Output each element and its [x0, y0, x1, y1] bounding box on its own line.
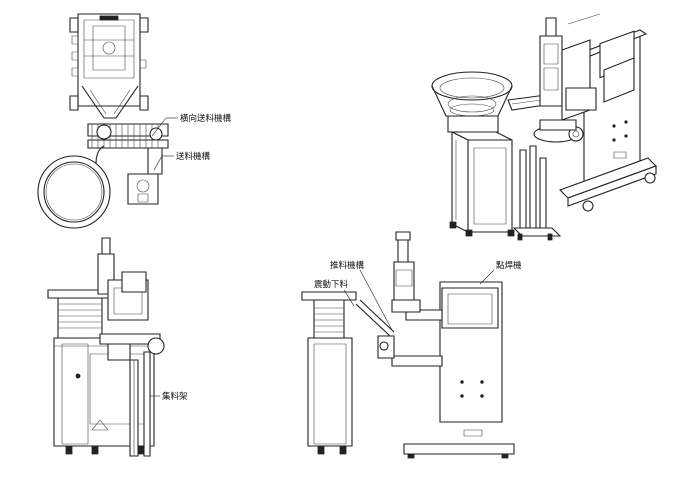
plan-bowl [38, 156, 110, 228]
plan-funnel [82, 86, 138, 118]
callout-spot-welder: 點焊機 [496, 260, 522, 271]
iso-stand [452, 132, 468, 232]
callout-push: 推料機構 [330, 260, 365, 271]
plan-wheel [70, 96, 78, 110]
isometric-view [432, 14, 656, 240]
callout-lateral-feed: 橫向送料機構 [180, 113, 232, 124]
side-view-right: 推料機構 震動下料 點焊機 [302, 232, 522, 458]
plan-machine-frame [78, 14, 140, 106]
plan-view: 橫向送料機構 送料機構 [38, 14, 232, 228]
callout-vibrate-drop: 震動下料 [314, 279, 349, 290]
callout-feed: 送料機構 [176, 151, 211, 162]
feed-arm [148, 148, 162, 174]
side-view-left: 集料架 [48, 238, 188, 456]
plan-wheel [70, 18, 78, 32]
callout-collector: 集料架 [162, 391, 188, 402]
feed-head [128, 174, 158, 204]
plan-wheel [140, 18, 148, 32]
plan-wheel [140, 96, 148, 110]
iso-collector-pole [520, 150, 526, 228]
side-left-bowl [58, 296, 102, 338]
front-base [404, 444, 514, 454]
front-bowl [314, 300, 344, 338]
iso-press-column [540, 36, 562, 106]
front-stand [308, 338, 352, 446]
